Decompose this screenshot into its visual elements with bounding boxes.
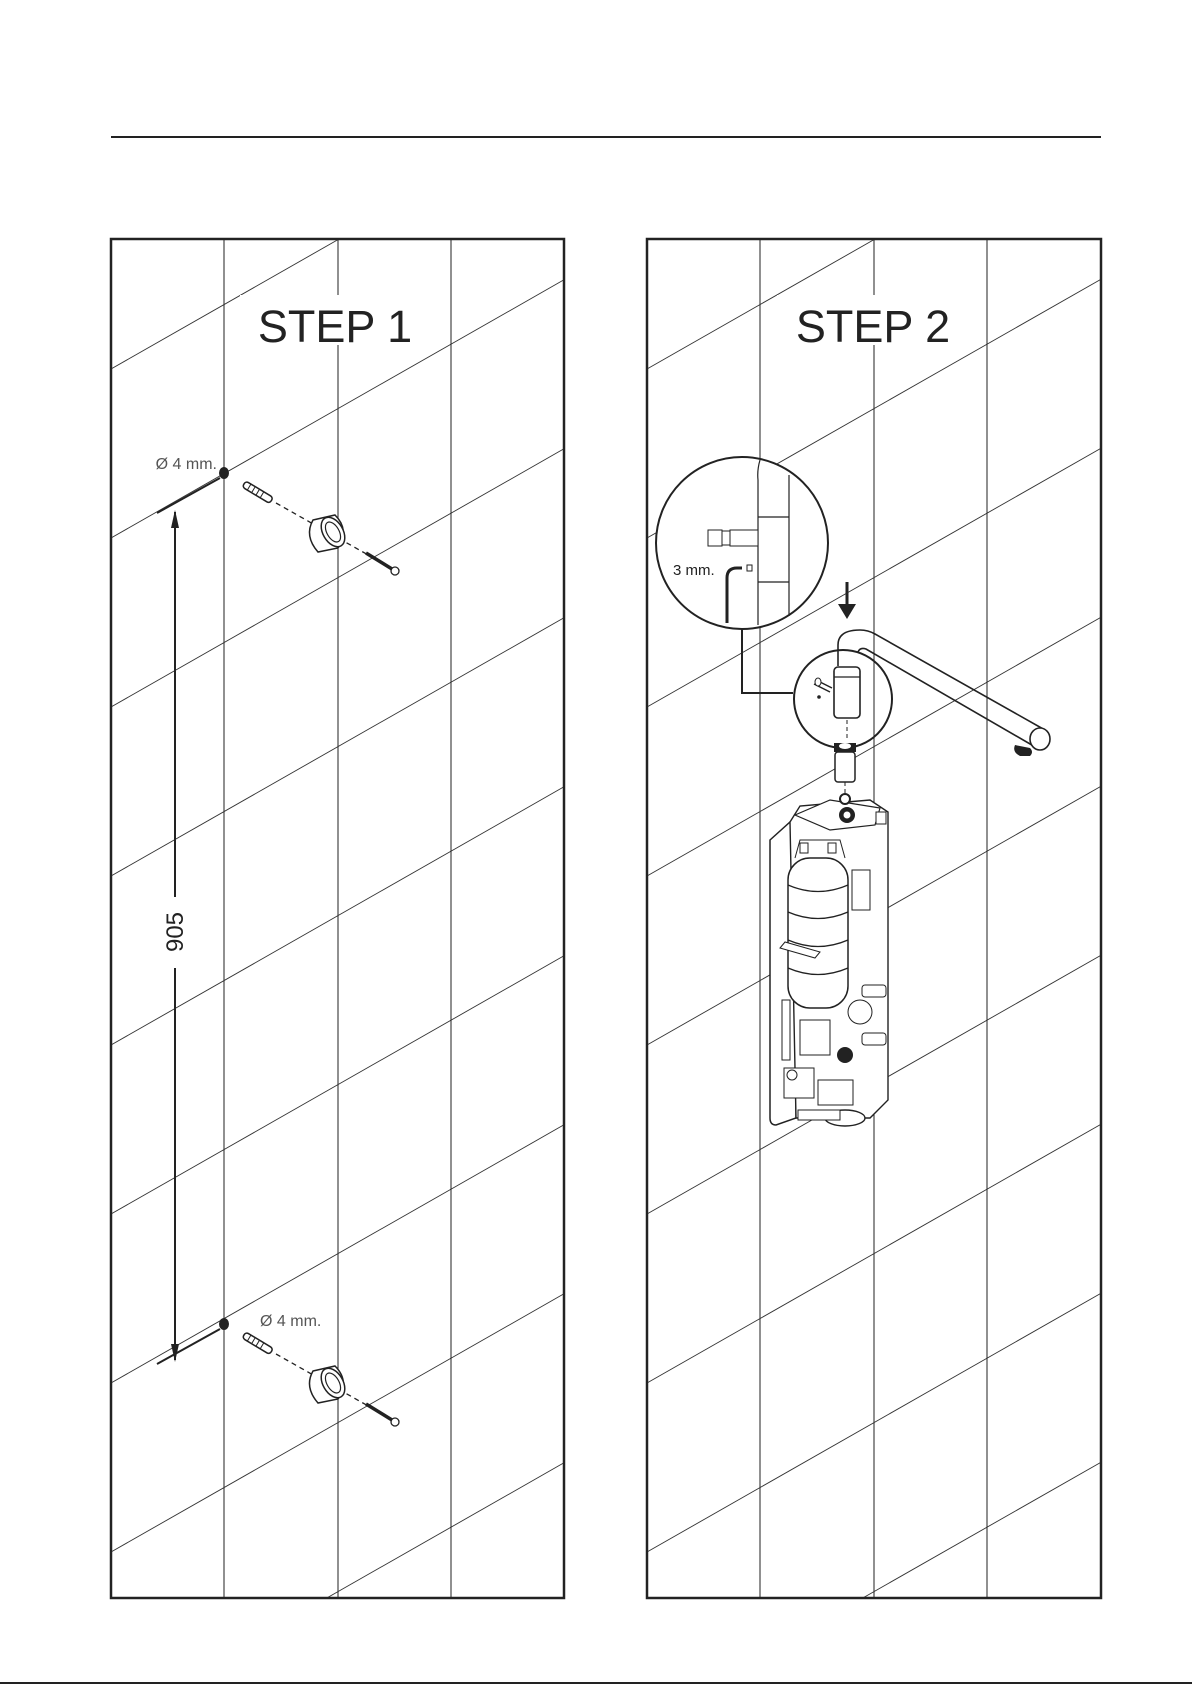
tile-joint-diagonal xyxy=(326,1462,565,1599)
adapter-fitting xyxy=(834,743,856,795)
spacer-icon xyxy=(308,1365,346,1404)
hole-diameter-label: Ø 4 mm. xyxy=(260,1313,321,1330)
tile-joint-diagonal xyxy=(110,238,340,370)
grub-screw-icon xyxy=(707,529,759,547)
step1-title: STEP 1 xyxy=(258,301,412,352)
wall-plug-icon xyxy=(242,1332,273,1355)
drill-hole xyxy=(219,467,229,479)
distance-value: 905 xyxy=(162,912,189,952)
screw-icon xyxy=(365,1402,400,1427)
tile-joint-diagonal xyxy=(862,1461,1102,1599)
water-heater-unit xyxy=(769,793,889,1127)
wall-plug-icon xyxy=(242,481,273,504)
heating-element-icon xyxy=(787,839,849,1009)
hole-diameter-label: Ø 4 mm. xyxy=(156,456,217,473)
step2-panel: STEP 2 3 mm. xyxy=(645,237,1103,1600)
panel-frame xyxy=(645,237,1103,1600)
mounting-set-top: Ø 4 mm. xyxy=(156,456,400,576)
panel-frame xyxy=(109,237,566,1600)
distance-dimension: 905 xyxy=(162,510,189,1362)
mounting-set-bottom xyxy=(156,1318,400,1427)
tile-joint-diagonal xyxy=(646,238,876,370)
drill-hole xyxy=(219,1318,229,1330)
faucet-spout xyxy=(793,629,1051,756)
screw-icon xyxy=(365,551,400,576)
detail-magnifier: 3 mm. xyxy=(655,456,829,694)
hex-key-size-label: 3 mm. xyxy=(673,562,715,579)
spacer-icon xyxy=(308,514,346,553)
insert-down-arrow-icon xyxy=(838,582,856,619)
step2-title: STEP 2 xyxy=(796,301,950,352)
hex-key-icon xyxy=(725,566,742,623)
step1-panel: STEP 1 Ø 4 mm. 90 xyxy=(109,237,566,1600)
